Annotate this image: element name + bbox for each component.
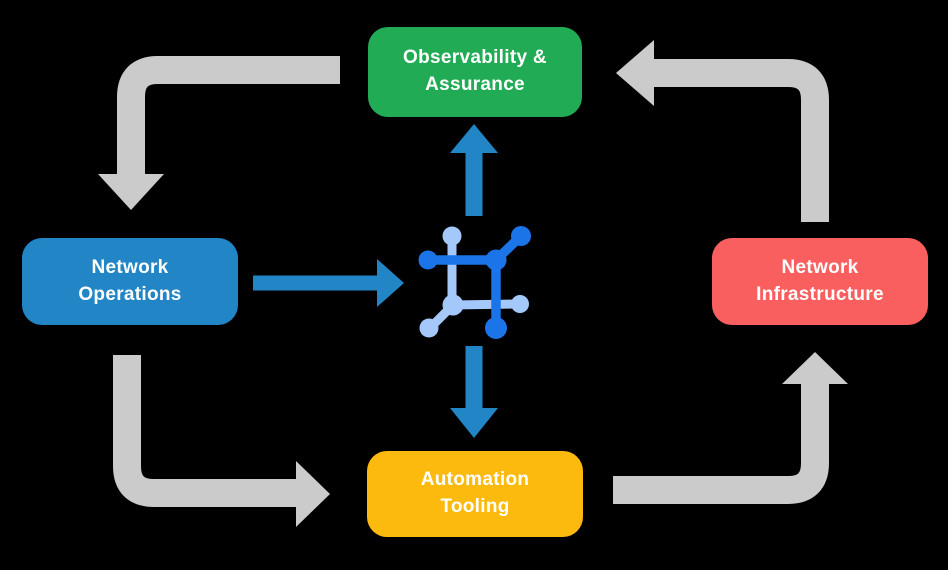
network-icon-light-links (419, 226, 529, 338)
arrow-head-left-icon (616, 40, 654, 106)
node-observability-assurance: Observability & Assurance (368, 27, 582, 117)
node-label-line: Infrastructure (756, 283, 884, 305)
node-automation-tooling: Automation Tooling (367, 451, 583, 537)
arrow-infrastructure-to-observability (616, 40, 829, 222)
arrow-shaft (613, 382, 829, 504)
arrow-shaft (652, 59, 829, 222)
node-label-line: Operations (78, 283, 182, 305)
arrow-head-right-icon (377, 259, 404, 307)
arrow-shaft (113, 355, 298, 507)
arrow-shaft (117, 56, 340, 176)
network-automation-icon (418, 226, 531, 339)
arrow-observability-to-operations (98, 56, 340, 210)
node-label-line: Network (91, 256, 169, 278)
node-label-line: Tooling (440, 496, 510, 517)
arrow-head-up-icon (450, 124, 498, 153)
arrow-hub-to-observability (450, 124, 498, 216)
node-label-line: Network (781, 256, 859, 278)
node-label-line: Observability & (403, 47, 547, 69)
node-label-line: Automation (420, 469, 530, 491)
arrow-operations-to-hub (253, 259, 404, 307)
node-network-infrastructure: Network Infrastructure (712, 238, 928, 325)
arrow-hub-to-automation (450, 346, 498, 438)
arrow-head-down-icon (98, 174, 164, 210)
arrow-head-down-icon (450, 408, 498, 438)
arrow-head-up-icon (782, 352, 848, 384)
arrow-head-right-icon (296, 461, 330, 527)
network-icon-dark-links (418, 226, 531, 339)
arrow-operations-to-automation (113, 355, 330, 527)
arrow-automation-to-infrastructure (613, 352, 848, 504)
node-label-line: Assurance (425, 74, 525, 95)
node-network-operations: Network Operations (22, 238, 238, 325)
